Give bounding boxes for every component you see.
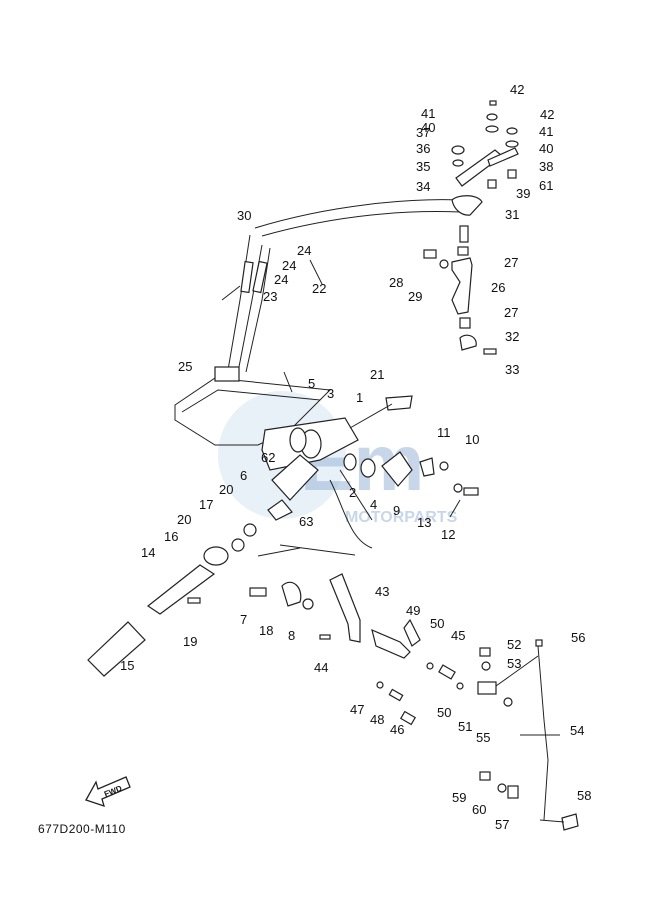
part-number-label: 36 [416, 141, 430, 156]
part-number-label: 46 [390, 722, 404, 737]
handle-assembly [87, 523, 257, 677]
part-number-label: 59 [452, 790, 466, 805]
upper-linkage [423, 100, 519, 355]
throttle-cables [227, 199, 461, 373]
part-number-label: 13 [417, 515, 431, 530]
watermark-logo: Em MOTORPARTS [218, 391, 458, 526]
lower-linkage [249, 547, 579, 831]
part-number-label: 51 [458, 719, 472, 734]
part-number-label: 30 [237, 208, 251, 223]
part-number-label: 3 [327, 386, 334, 401]
part-number-label: 2 [349, 485, 356, 500]
part-number-label: 19 [183, 634, 197, 649]
part-number-label: 34 [416, 179, 430, 194]
part-number-label: 20 [177, 512, 191, 527]
part-number-label: 27 [504, 305, 518, 320]
part-number-label: 25 [178, 359, 192, 374]
part-number-label: 16 [164, 529, 178, 544]
part-number-label: 6 [240, 468, 247, 483]
part-number-label: 62 [261, 450, 275, 465]
part-number-label: 48 [370, 712, 384, 727]
watermark-subtitle: MOTORPARTS [345, 509, 458, 526]
part-number-label: 14 [141, 545, 155, 560]
control-box [174, 366, 479, 549]
part-number-label: 17 [199, 497, 213, 512]
part-number-label: 42 [510, 82, 524, 97]
part-number-label: 29 [408, 289, 422, 304]
part-number-label: 7 [240, 612, 247, 627]
part-number-label: 21 [370, 367, 384, 382]
part-number-label: 22 [312, 281, 326, 296]
part-number-label: 47 [350, 702, 364, 717]
catalog-code: 677D200-M110 [38, 822, 126, 836]
part-number-label: 20 [219, 482, 233, 497]
part-number-label: 10 [465, 432, 479, 447]
part-number-label: 56 [571, 630, 585, 645]
part-number-label: 28 [389, 275, 403, 290]
part-number-label: 44 [314, 660, 328, 675]
part-number-label: 1 [356, 390, 363, 405]
part-number-label: 4 [370, 497, 377, 512]
part-number-label: 50 [437, 705, 451, 720]
part-number-label: 40 [421, 120, 435, 135]
part-number-label: 41 [539, 124, 553, 139]
part-number-label: 52 [507, 637, 521, 652]
part-number-label: 33 [505, 362, 519, 377]
part-number-label: 27 [504, 255, 518, 270]
part-number-label: 45 [451, 628, 465, 643]
part-number-label: 54 [570, 723, 584, 738]
part-number-label: 55 [476, 730, 490, 745]
part-number-label: 40 [539, 141, 553, 156]
part-number-label: 42 [540, 107, 554, 122]
part-number-label: 8 [288, 628, 295, 643]
part-number-label: 35 [416, 159, 430, 174]
part-number-label: 50 [430, 616, 444, 631]
part-number-label: 11 [437, 425, 451, 440]
part-number-label: 49 [406, 603, 420, 618]
part-number-label: 24 [297, 243, 311, 258]
part-number-label: 24 [282, 258, 296, 273]
part-number-label: 15 [120, 658, 134, 673]
fwd-arrow-icon: FWD [85, 776, 131, 808]
part-number-label: 26 [491, 280, 505, 295]
part-number-label: 18 [259, 623, 273, 638]
part-number-label: 12 [441, 527, 455, 542]
part-number-label: 23 [263, 289, 277, 304]
part-number-label: 32 [505, 329, 519, 344]
part-number-label: 61 [539, 178, 553, 193]
part-number-label: 9 [393, 503, 400, 518]
part-number-label: 60 [472, 802, 486, 817]
part-number-labels: 42 41 42 40 41 37 40 36 38 35 34 39 61 3… [120, 82, 591, 832]
part-number-label: 39 [516, 186, 530, 201]
part-number-label: 43 [375, 584, 389, 599]
part-number-label: 53 [507, 656, 521, 671]
part-number-label: 31 [505, 207, 519, 222]
part-number-label: 38 [539, 159, 553, 174]
part-number-label: 41 [421, 106, 435, 121]
part-number-label: 37 [416, 125, 430, 140]
part-number-label: 58 [577, 788, 591, 803]
part-number-label: 5 [308, 376, 315, 391]
part-number-label: 63 [299, 514, 313, 529]
part-number-label: 57 [495, 817, 509, 832]
part-number-label: 24 [274, 272, 288, 287]
leader-lines [221, 259, 560, 736]
